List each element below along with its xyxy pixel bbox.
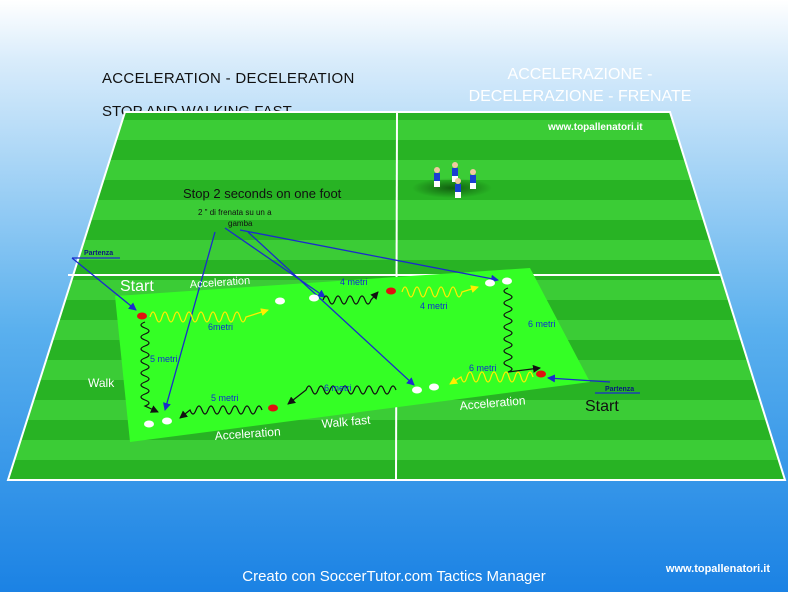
partenza-label-right: Partenza <box>605 386 634 393</box>
cone-white <box>412 386 422 394</box>
walk-label: Walk <box>88 376 115 390</box>
footer-credit: Creato con SoccerTutor.com Tactics Manag… <box>242 568 546 585</box>
cone-red <box>536 370 546 378</box>
distance-4metri-top: 4 metri <box>340 277 368 287</box>
player-icon <box>455 178 461 198</box>
acceleration-label-bottom: Acceleration <box>214 424 281 443</box>
footer-site: www.topallenatori.it <box>665 563 770 575</box>
acceleration-wave-top <box>149 308 269 323</box>
player-icon <box>434 167 440 187</box>
cone-white <box>144 420 154 428</box>
distance-6metri-bottom: 6 metri <box>324 383 352 393</box>
stop-arrows <box>71 227 611 411</box>
walk-fast-label: Walk fast <box>321 413 372 431</box>
cone-white <box>309 294 319 302</box>
start-label-left: Start <box>120 278 154 295</box>
title-italian: ACCELERAZIONE - DECELERAZIONE - FRENATE <box>430 64 730 108</box>
player-icon <box>470 169 476 189</box>
player-icon <box>452 162 458 182</box>
start-label-right: Start <box>585 398 619 415</box>
distance-6metri-inner: 6 metri <box>469 363 497 373</box>
cone-white <box>429 383 439 391</box>
pitch-border <box>6 111 787 481</box>
distance-6metri-right: 6 metri <box>528 319 556 329</box>
distance-6metri-top: 6metri <box>208 322 233 332</box>
walk-wave-left <box>140 321 159 413</box>
stop-note: Stop 2 seconds on one foot <box>183 186 342 201</box>
cone-white <box>275 297 285 305</box>
acceleration-label-top: Acceleration <box>189 275 250 291</box>
acceleration-label-right: Acceleration <box>459 393 526 413</box>
distance-5metri-bottom: 5 metri <box>211 393 239 403</box>
walk-wave-top <box>322 291 379 305</box>
distance-5metri-left: 5 metri <box>150 354 178 364</box>
players-group <box>412 162 492 198</box>
drill-area <box>115 268 590 442</box>
cone-white <box>162 417 172 425</box>
title-italian-line1: ACCELERAZIONE - <box>507 66 653 83</box>
walk-wave-right <box>503 287 541 373</box>
cone-white <box>502 277 512 285</box>
cone-red <box>137 312 147 320</box>
title-english: ACCELERATION - DECELERATION <box>102 70 355 87</box>
cones <box>137 277 546 428</box>
field-watermark: www.topallenatori.it <box>547 122 643 133</box>
distance-4metri-mid: 4 metri <box>420 301 448 311</box>
title-italian-line2: DECELERAZIONE - FRENATE <box>468 88 692 105</box>
cone-white <box>485 279 495 287</box>
stop-note-italian-line1: 2 " di frenata su un a <box>198 208 272 217</box>
stop-note-italian-line2: gamba <box>228 219 253 228</box>
acceleration-wave-right <box>449 371 534 385</box>
cone-red <box>268 404 278 412</box>
walk-fast-wave <box>287 385 397 405</box>
cone-red <box>386 287 396 295</box>
acceleration-wave-mid <box>401 285 479 298</box>
partenza-label-left: Partenza <box>84 250 113 257</box>
walk-wave-bottom <box>179 405 263 419</box>
